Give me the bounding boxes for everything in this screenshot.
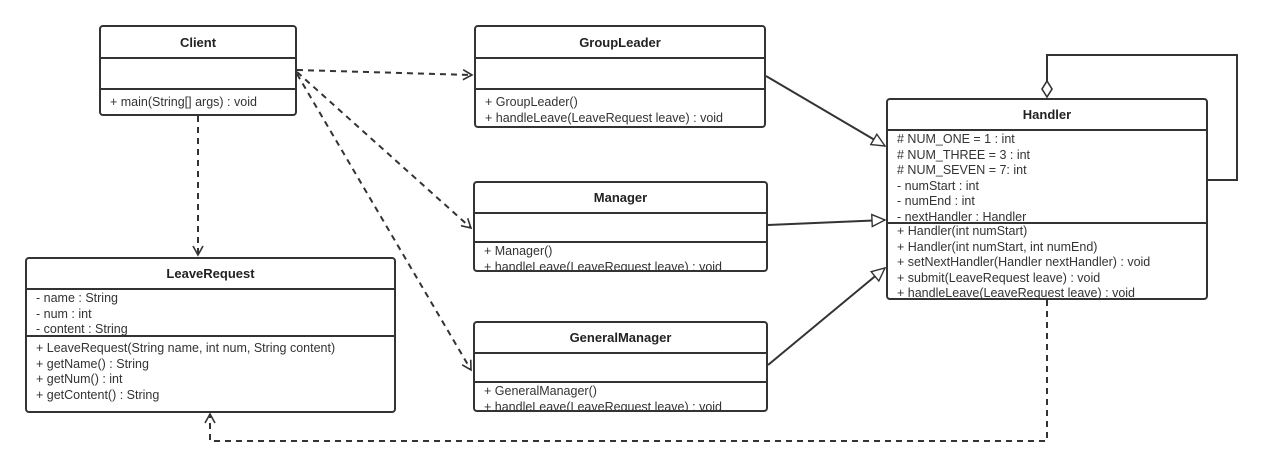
attributes-section: [476, 59, 764, 90]
dep-client-manager: [296, 71, 473, 230]
attribute: # NUM_ONE = 1 : int: [897, 132, 1015, 146]
attributes-section: [475, 214, 766, 243]
methods-section: + GroupLeader() + handleLeave(LeaveReque…: [476, 90, 764, 126]
gen-generalmanager-handler: [767, 268, 885, 366]
aggregation-handler-self: [1046, 54, 1238, 181]
dep-client-groupleader: [296, 69, 474, 81]
dep-client-generalmanager: [296, 73, 472, 372]
method: + main(String[] args) : void: [110, 95, 257, 109]
method: + Handler(int numStart): [897, 224, 1028, 238]
attributes-section: # NUM_ONE = 1 : int # NUM_THREE = 3 : in…: [888, 131, 1206, 224]
method: + submit(LeaveRequest leave) : void: [897, 270, 1101, 285]
class-client[interactable]: Client + main(String[] args) : void: [99, 25, 297, 116]
method: + Handler(int numStart, int numEnd): [897, 239, 1098, 254]
attributes-section: [101, 59, 295, 90]
method: + Manager(): [484, 244, 553, 258]
methods-section: + Handler(int numStart) + Handler(int nu…: [888, 224, 1206, 300]
method: + GeneralManager(): [484, 384, 597, 398]
class-name: GroupLeader: [476, 27, 764, 59]
methods-section: + GeneralManager() + handleLeave(LeaveRe…: [475, 383, 766, 412]
method: + getContent() : String: [36, 387, 160, 402]
method: + handleLeave(LeaveRequest leave) : void: [897, 286, 1136, 300]
method: + getName() : String: [36, 356, 149, 371]
class-manager[interactable]: Manager + Manager() + handleLeave(LeaveR…: [473, 181, 768, 272]
class-name: Manager: [475, 183, 766, 214]
attribute: # NUM_SEVEN = 7: int: [897, 163, 1027, 178]
attribute: - numEnd : int: [897, 194, 975, 209]
gen-groupleader-handler: [765, 75, 885, 147]
method: + LeaveRequest(String name, int num, Str…: [36, 341, 336, 355]
dep-handler-leaverequest: [204, 300, 1048, 442]
method: + getNum() : int: [36, 372, 123, 387]
class-name: GeneralManager: [475, 323, 766, 354]
method: + handleLeave(LeaveRequest leave) : void: [484, 259, 723, 272]
method: + setNextHandler(Handler nextHandler) : …: [897, 255, 1151, 270]
attribute: - name : String: [36, 291, 118, 305]
class-name: LeaveRequest: [27, 259, 394, 290]
methods-section: + Manager() + handleLeave(LeaveRequest l…: [475, 243, 766, 272]
class-handler[interactable]: Handler # NUM_ONE = 1 : int # NUM_THREE …: [886, 98, 1208, 300]
methods-section: + main(String[] args) : void: [101, 90, 295, 111]
class-groupleader[interactable]: GroupLeader + GroupLeader() + handleLeav…: [474, 25, 766, 128]
methods-section: + LeaveRequest(String name, int num, Str…: [27, 337, 394, 403]
method: + GroupLeader(): [485, 95, 578, 109]
attributes-section: [475, 354, 766, 383]
attribute: # NUM_THREE = 3 : int: [897, 147, 1031, 162]
class-name: Handler: [888, 100, 1206, 131]
class-name: Client: [101, 27, 295, 59]
gen-manager-handler: [767, 220, 885, 225]
attributes-section: - name : String - num : int - content : …: [27, 290, 394, 337]
aggregation-diamond: [1041, 79, 1053, 99]
attribute: - numStart : int: [897, 178, 979, 193]
attribute: - content : String: [36, 322, 128, 337]
method: + handleLeave(LeaveRequest leave) : void: [485, 110, 724, 125]
class-generalmanager[interactable]: GeneralManager + GeneralManager() + hand…: [473, 321, 768, 412]
class-leaverequest[interactable]: LeaveRequest - name : String - num : int…: [25, 257, 396, 413]
attribute: - nextHandler : Handler: [897, 209, 1027, 224]
method: + handleLeave(LeaveRequest leave) : void: [484, 399, 723, 412]
attribute: - num : int: [36, 306, 92, 321]
